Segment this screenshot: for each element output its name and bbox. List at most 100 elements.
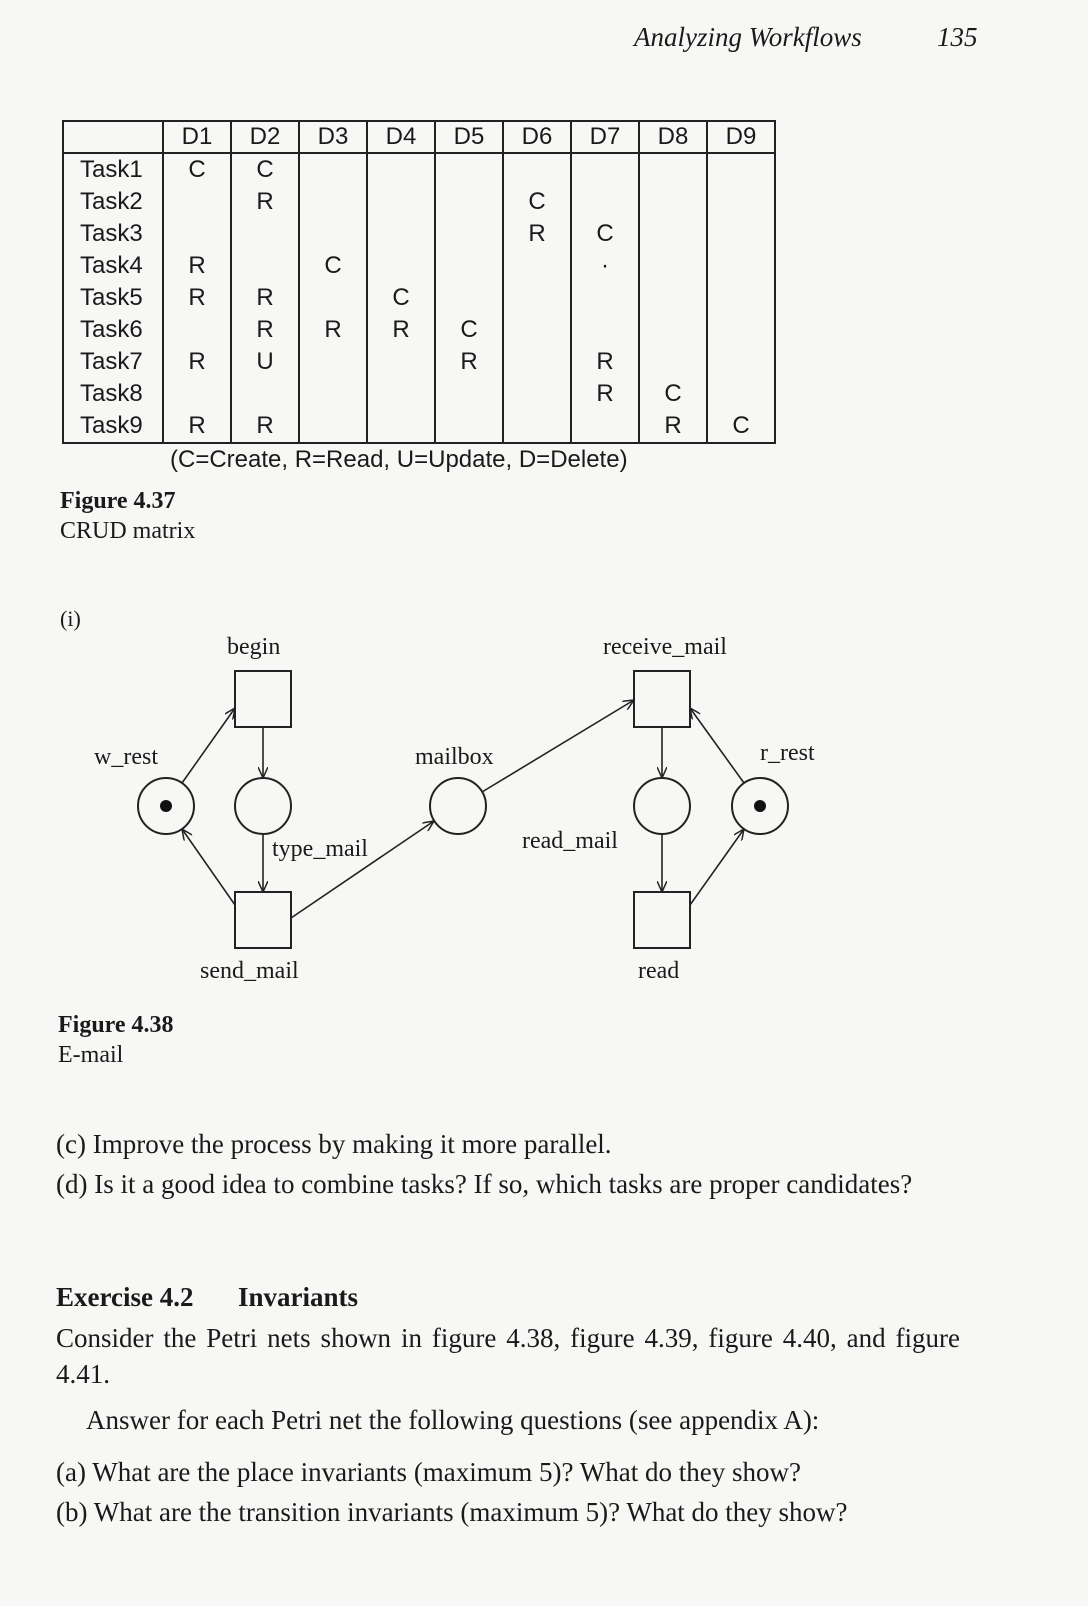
crud-cell [570, 186, 639, 218]
crud-cell: R [434, 346, 503, 378]
task-label: Task1 [80, 156, 143, 183]
running-title: Analyzing Workflows [634, 22, 862, 52]
col-header: D2 [230, 121, 299, 154]
arc-send-w-rest [182, 829, 236, 906]
crud-cell [638, 186, 707, 218]
crud-cell [570, 282, 639, 314]
transition-read [633, 891, 691, 949]
transition-send-mail [234, 891, 292, 949]
crud-cell: C [230, 153, 299, 186]
figure-4-38-caption: E-mail [58, 1042, 124, 1068]
crud-cell [434, 410, 503, 443]
col-header: D5 [434, 121, 503, 154]
crud-cell [434, 153, 503, 186]
crud-cell [298, 282, 367, 314]
place-mailbox [429, 777, 487, 835]
crud-cell [502, 282, 571, 314]
page-number: 135 [937, 22, 978, 52]
crud-cell [502, 346, 571, 378]
crud-cell [502, 250, 571, 282]
crud-cell [298, 153, 367, 186]
task-label: Task7 [80, 348, 143, 375]
crud-cell [502, 410, 571, 443]
exercise-instruction: Answer for each Petri net the following … [86, 1405, 820, 1435]
arc-mailbox-receive [481, 700, 634, 793]
place-type-mail [234, 777, 292, 835]
crud-cell: R [162, 250, 231, 282]
crud-cell [366, 186, 435, 218]
crud-cell [502, 314, 571, 346]
question-b: (b) What are the transition invariants (… [56, 1497, 848, 1527]
crud-cell [570, 153, 639, 186]
token-r-rest [754, 800, 766, 812]
label-read: read [638, 958, 680, 984]
crud-cell: C [638, 378, 707, 410]
crud-header-row: D1 D2 D3 D4 D5 D6 D7 D8 D9 [63, 121, 775, 154]
arc-w-rest-begin [181, 708, 235, 784]
figure-4-37-number: Figure 4.37 [60, 488, 176, 514]
col-header: D1 [162, 121, 231, 154]
exercise-number: Exercise 4.2 [56, 1282, 194, 1312]
col-header: D4 [366, 121, 435, 154]
task-label: Task3 [80, 220, 143, 247]
label-w-rest: w_rest [94, 744, 158, 770]
token-w-rest [160, 800, 172, 812]
crud-cell [706, 218, 775, 250]
col-header: D9 [706, 121, 775, 154]
crud-cell [502, 378, 571, 410]
label-begin: begin [227, 634, 281, 660]
label-send-mail: send_mail [200, 958, 299, 984]
crud-cell [366, 346, 435, 378]
crud-cell [162, 378, 231, 410]
crud-cell [366, 153, 435, 186]
crud-cell [298, 186, 367, 218]
crud-cell [706, 346, 775, 378]
col-header: D8 [638, 121, 707, 154]
crud-cell [434, 186, 503, 218]
crud-cell [706, 314, 775, 346]
crud-cell: R [638, 410, 707, 443]
crud-cell: R [298, 314, 367, 346]
crud-cell [638, 218, 707, 250]
crud-cell: C [706, 410, 775, 443]
task-label: Task8 [80, 380, 143, 407]
crud-legend: (C=Create, R=Read, U=Update, D=Delete) [170, 446, 628, 473]
question-c: (c) Improve the process by making it mor… [56, 1129, 612, 1159]
crud-cell [366, 218, 435, 250]
label-type-mail: type_mail [272, 836, 368, 862]
crud-cell [366, 250, 435, 282]
transition-receive-mail [633, 670, 691, 728]
place-w-rest [137, 777, 195, 835]
col-header: D7 [570, 121, 639, 154]
crud-cell [434, 250, 503, 282]
crud-cell [162, 314, 231, 346]
crud-cell: R [502, 218, 571, 250]
crud-cell [706, 378, 775, 410]
crud-cell [366, 410, 435, 443]
crud-cell [570, 410, 639, 443]
crud-cell [638, 153, 707, 186]
task-label: Task5 [80, 284, 143, 311]
crud-cell [298, 378, 367, 410]
crud-cell [298, 346, 367, 378]
crud-cell: R [570, 378, 639, 410]
crud-cell: U [230, 346, 299, 378]
label-receive-mail: receive_mail [603, 634, 727, 660]
crud-cell [230, 218, 299, 250]
crud-cell [298, 218, 367, 250]
crud-cell [502, 153, 571, 186]
crud-cell [298, 410, 367, 443]
crud-cell [230, 250, 299, 282]
task-label: Task6 [80, 316, 143, 343]
arc-read-r-rest [689, 829, 744, 906]
label-r-rest: r_rest [760, 740, 815, 766]
figure-4-38-number: Figure 4.38 [58, 1012, 174, 1038]
